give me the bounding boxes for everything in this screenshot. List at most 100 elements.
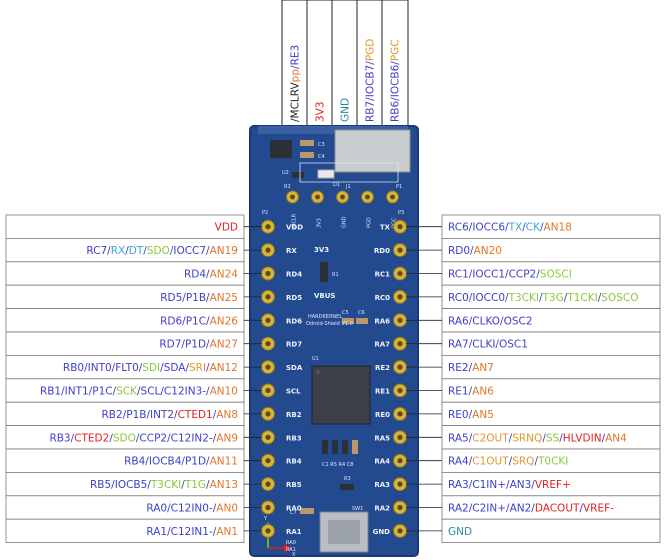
left-pin-label: RB2/P1B/INT2/CTED1/AN8	[102, 409, 238, 421]
right-silk: TX	[380, 224, 391, 232]
r1-label: R1	[332, 272, 339, 278]
left-pin-label-seg: AN19	[210, 245, 238, 257]
left-silk: SDA	[286, 364, 303, 372]
right-pin-label-seg: RA7/CLKI/OSC1	[448, 339, 528, 351]
right-pin-label-seg: SOSCI	[540, 269, 572, 281]
right-pin-label: RC1/IOCC1/CCP2/SOSCI	[448, 269, 572, 281]
left-pin-label: RD5/P1B/AN25	[160, 292, 238, 304]
left-silk: RB2	[286, 411, 302, 419]
header-silk: GND	[342, 216, 348, 228]
left-pin-label-seg: /	[206, 479, 210, 491]
r3-label: R3	[344, 476, 351, 482]
right-pin-label-seg: RA3/	[448, 479, 473, 491]
header-silk: 3V3	[317, 218, 323, 228]
left-silk: RX	[286, 247, 297, 255]
left-pin-label-seg: /	[143, 245, 147, 257]
right-pin-label-seg: SRQ	[512, 456, 534, 468]
left-pin-label-seg: RB3/	[49, 432, 74, 444]
right-pin-label-seg: RC6/IOCC6/	[448, 222, 509, 234]
right-pin-label-seg: RA2/C2IN+/AN2/	[448, 503, 535, 515]
left-pin-label-seg: RA1/C12IN1-/	[146, 526, 216, 538]
left-pin-label-seg: /IOCC7/	[170, 245, 210, 257]
left-pin-label-seg: /CCP2/C12IN2-/	[136, 432, 217, 444]
left-silk: RA0	[286, 505, 302, 513]
left-pin-label-seg: T1G	[184, 479, 206, 491]
u2-label: U2	[282, 170, 289, 176]
pin-gnd-seg: GND	[340, 98, 352, 122]
left-cell	[5, 214, 245, 239]
right-pin-label-seg: RA4/	[448, 456, 473, 468]
r2-resistor	[292, 172, 304, 178]
left-pin-label-seg: SCK	[116, 386, 138, 398]
left-pin-label-seg: RC7/	[86, 245, 111, 257]
right-pin-label-seg: /	[534, 456, 538, 468]
left-pin-label-seg: AN11	[210, 456, 238, 468]
pin-rb7-seg: /IOCB7/	[365, 61, 377, 101]
left-pin-label-seg: AN13	[210, 479, 238, 491]
right-pin-label: RC0/IOCC0/T3CKI/T3G/T1CKI/SOSCO	[448, 292, 639, 304]
pcb-board: MCLR3V3GNDPGDPGC P2P3P1J1D1R2U2C3C4C5C6C…	[249, 125, 419, 558]
axis-y-label: Y	[263, 516, 268, 522]
left-silk: RD5	[286, 294, 302, 302]
left-pin-label: RD6/P1C/AN26	[160, 315, 238, 327]
c4-label: C4	[318, 154, 325, 160]
left-silk: VDD	[286, 224, 303, 232]
right-silk: RE1	[375, 388, 390, 396]
left-pin-label-seg: RD5/P1B/	[160, 292, 210, 304]
c3-capacitor	[300, 140, 314, 146]
right-pin-label-seg: /	[564, 292, 568, 304]
left-pin-label: RA0/C12IN0-/AN0	[146, 503, 238, 515]
left-pin-label-seg: /	[109, 432, 113, 444]
left-pin-label: RB0/INT0/FLT0/SDI/SDA/SRI/AN12	[63, 362, 238, 374]
left-pin-label-seg: SDO	[113, 432, 136, 444]
right-pin-label-seg: SOSCO	[601, 292, 638, 304]
pin-rb7-seg: PGD	[365, 39, 377, 62]
u2-regulator	[270, 140, 292, 158]
c4-capacitor	[300, 152, 314, 158]
right-pin-label-seg: T1CKI	[566, 292, 597, 304]
right-pin-label-seg: T0CKI	[537, 456, 568, 468]
right-pin-label-seg: C2OUT	[472, 432, 509, 444]
left-pin-label-seg: AN10	[210, 386, 238, 398]
header-silk: MCLR	[292, 213, 298, 228]
right-pin-label-seg: AN7	[472, 362, 494, 374]
left-pin-label: RA1/C12IN1-/AN1	[146, 526, 238, 538]
left-pin-label-seg: T3CKI	[150, 479, 181, 491]
right-pin-label-seg: /	[509, 456, 513, 468]
right-pin-label: RA3/C1IN+/AN3/VREF+	[448, 479, 571, 491]
right-pin-label-seg: C1IN+	[472, 479, 506, 491]
left-silk: RD6	[286, 317, 302, 325]
left-pin-label: RC7/RX/DT/SDO/IOCC7/AN19	[86, 245, 238, 257]
left-pin-label-seg: SDI	[142, 362, 160, 374]
brand-shield: Odroid-Shield V1.0	[306, 321, 353, 327]
left-pin-label: RB5/IOCB5/T3CKI/T1G/AN13	[90, 479, 238, 491]
pin-3v3-seg: 3V3	[315, 101, 327, 122]
right-pin-label-seg: /	[539, 292, 543, 304]
right-pin-label-seg: /	[559, 432, 563, 444]
left-pin-label-seg: RD6/P1C/	[160, 315, 210, 327]
right-pin-label: RC6/IOCC6/TX/CK/AN18	[448, 222, 572, 234]
right-pin-label-seg: SS	[546, 432, 560, 444]
right-pin-label-seg: T3G	[542, 292, 564, 304]
d1-label: D1	[333, 182, 340, 188]
left-pin-label-seg: RB4/IOCB4/P1D/	[124, 456, 210, 468]
left-pin-label-seg: RB2/P1B/INT2/	[102, 409, 179, 421]
right-pin-label-seg: AN18	[544, 222, 572, 234]
right-pin-label-seg: VREF+	[535, 479, 571, 491]
right-pin-label-seg: SRNQ	[512, 432, 542, 444]
right-pin-label-seg: AN5	[472, 409, 494, 421]
left-pin-label: RB1/INT1/P1C/SCK/SCL/C12IN3-/AN10	[40, 386, 238, 398]
right-silk: RC0	[375, 294, 391, 302]
right-pin-label: RE1/AN6	[448, 386, 494, 398]
left-pin-label-seg: DT	[129, 245, 144, 257]
c5-capacitor	[342, 318, 354, 324]
left-pin-label-seg: RX	[111, 245, 126, 257]
right-pin-label-seg: VREF-	[583, 503, 614, 515]
left-pin-label-seg: AN0	[216, 503, 238, 515]
c3-label: C3	[318, 142, 325, 148]
left-pin-label-seg: /	[125, 245, 129, 257]
pin-mclr-seg: /RE3	[290, 45, 302, 69]
pin-rb6: RB6/IOCB6/PGC	[390, 39, 402, 122]
left-pin-labels: VDDRC7/RX/DT/SDO/IOCC7/AN19RD4/AN24RD5/P…	[5, 214, 262, 544]
left-silk: SCL	[286, 388, 301, 396]
